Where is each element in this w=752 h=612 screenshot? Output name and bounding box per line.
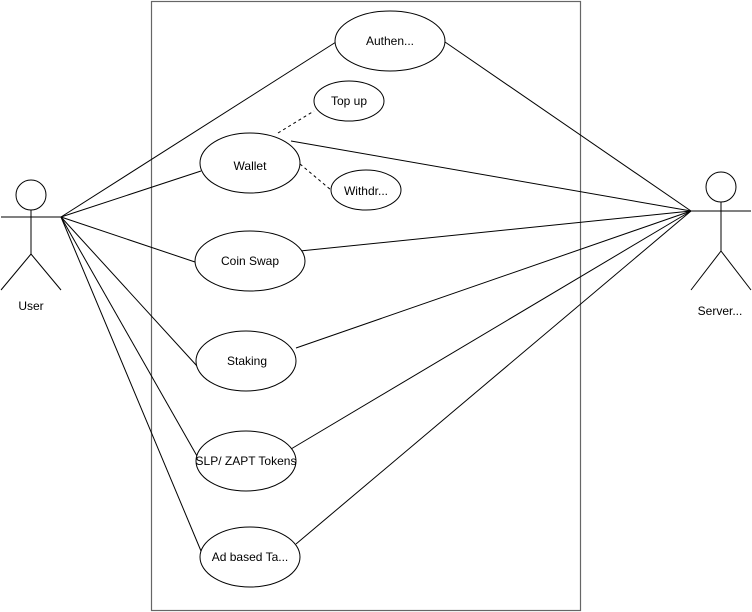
extend-wallet-withdraw <box>299 163 332 191</box>
use-case-ad-based-tasks[interactable] <box>199 526 301 588</box>
use-case-slp-zapt-tokens[interactable] <box>195 430 297 492</box>
label-ad-based-tasks: Ad based Ta... <box>212 550 289 564</box>
label-staking: Staking <box>227 354 267 368</box>
label-wallet: Wallet <box>234 159 268 173</box>
label-coin-swap: Coin Swap <box>221 254 279 268</box>
use-case-withdraw[interactable] <box>330 169 402 211</box>
assoc-server-ad-tasks <box>295 210 692 545</box>
assoc-user-wallet <box>60 170 202 218</box>
assoc-user-ad-tasks <box>60 216 202 552</box>
actor-server-label: Server... <box>698 304 743 318</box>
assoc-user-slp <box>60 216 198 457</box>
assoc-server-coin-swap <box>299 210 692 252</box>
actor-server[interactable] <box>690 171 752 291</box>
use-case-coin-swap[interactable] <box>194 230 306 292</box>
associations <box>60 41 692 552</box>
actor-user[interactable] <box>0 179 62 291</box>
label-withdraw: Withdr... <box>344 184 388 198</box>
use-case-authentication[interactable] <box>334 10 446 72</box>
use-case-top-up[interactable] <box>313 80 385 122</box>
assoc-server-authentication <box>444 41 692 212</box>
system-boundary <box>150 0 582 612</box>
assoc-server-staking <box>295 210 692 349</box>
assoc-user-coin-swap <box>60 216 196 263</box>
assoc-server-slp <box>290 210 692 450</box>
assoc-server-wallet <box>290 140 692 212</box>
actor-user-label: User <box>18 299 43 313</box>
label-authentication: Authen... <box>366 34 414 48</box>
assoc-user-authentication <box>60 41 337 218</box>
assoc-user-staking <box>60 216 198 367</box>
actor-head <box>15 179 47 211</box>
use-case-wallet[interactable] <box>199 132 301 194</box>
extend-wallet-topup <box>277 110 315 134</box>
use-case-staking[interactable] <box>195 330 297 392</box>
label-slp-zapt-tokens: SLP/ ZAPT Tokens <box>196 454 297 468</box>
actor-head <box>705 171 737 203</box>
label-top-up: Top up <box>331 94 367 108</box>
